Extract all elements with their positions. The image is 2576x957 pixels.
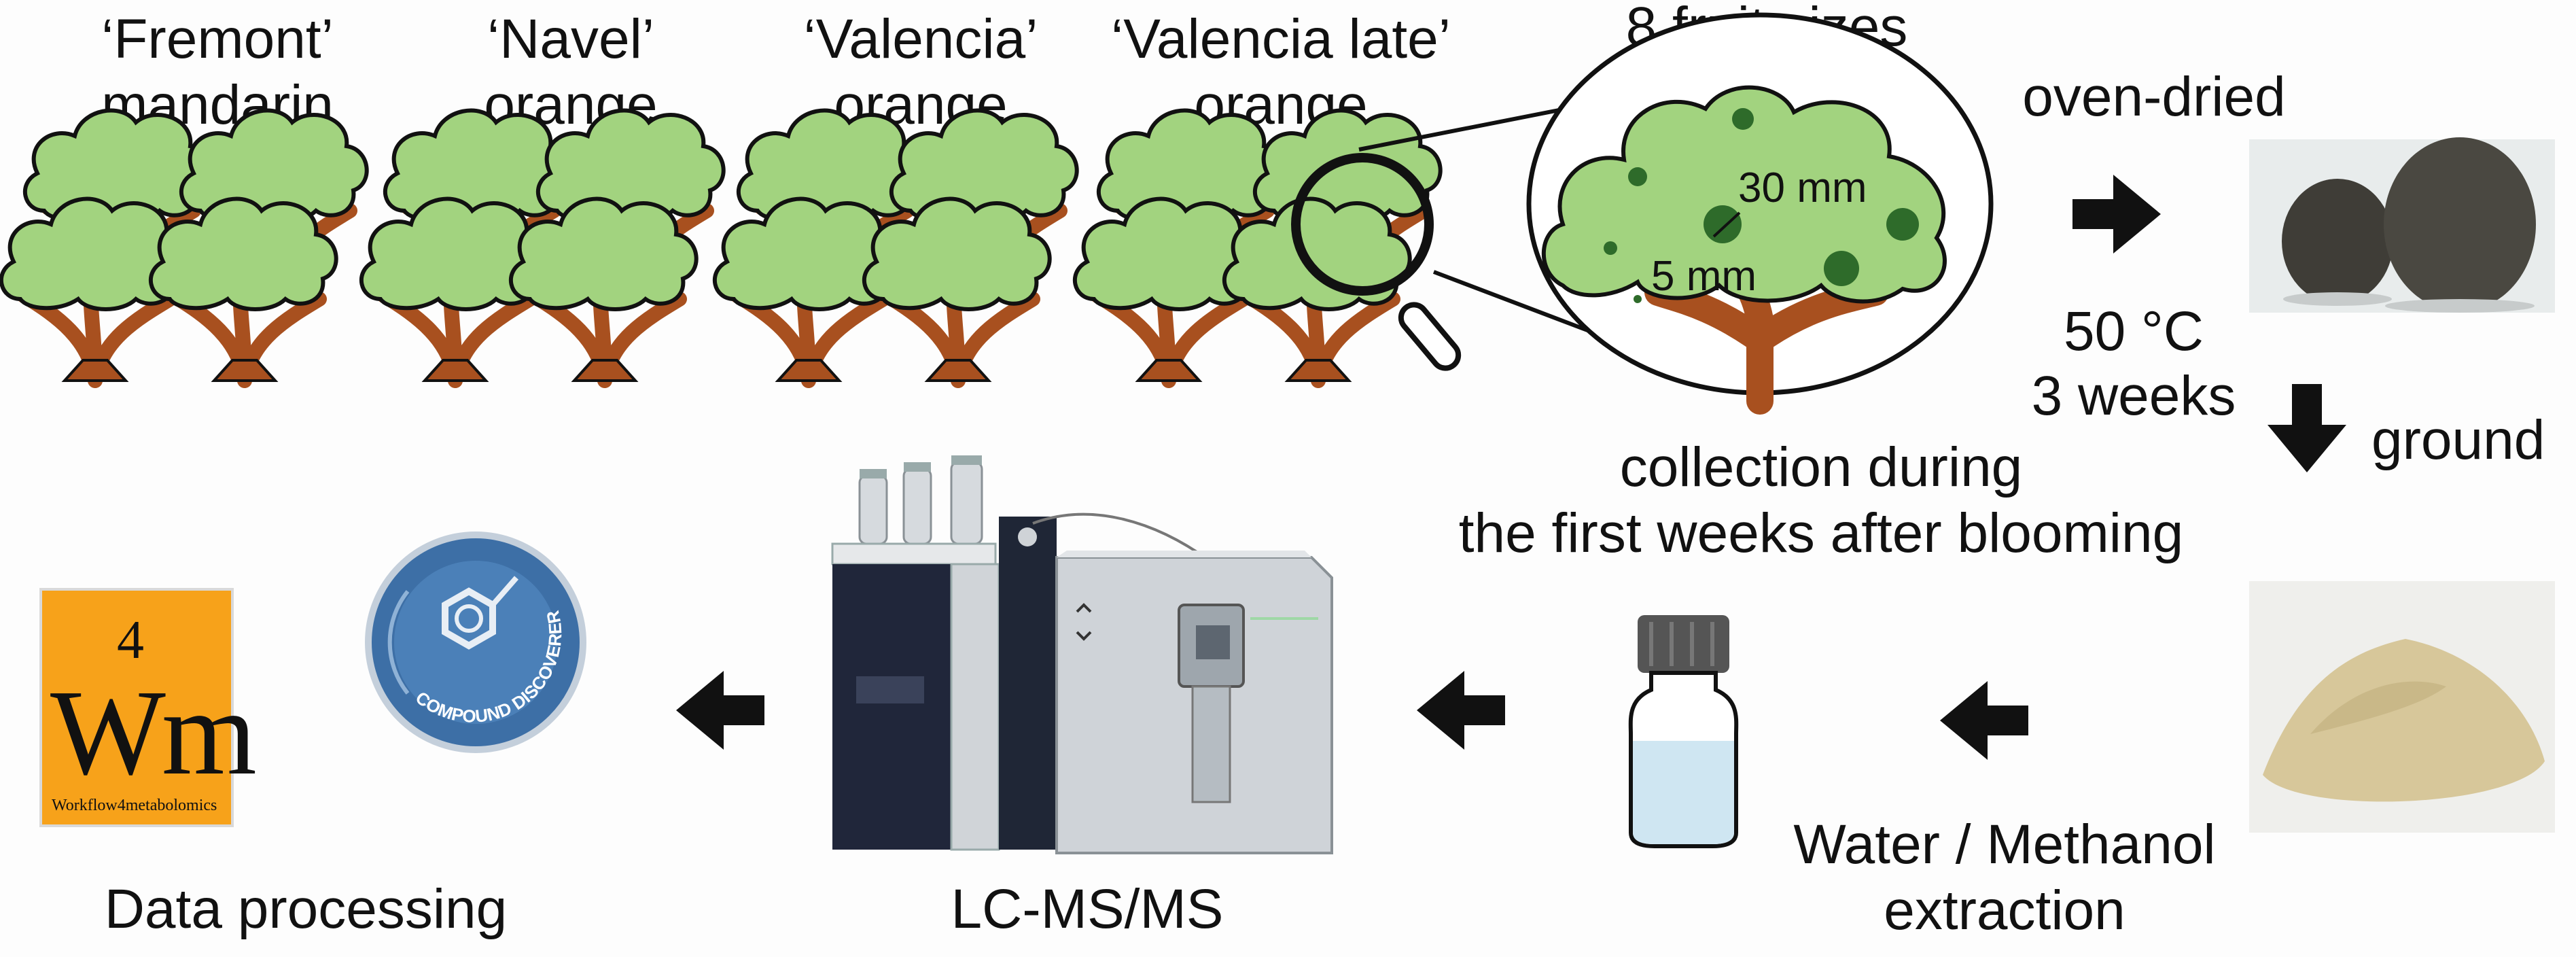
extract-vial-icon bbox=[1628, 615, 1739, 848]
cultivar-label-valencia: ‘Valencia’ orange bbox=[785, 7, 1057, 139]
ground-powder-photo bbox=[2249, 581, 2555, 833]
oven-dried-label: oven-dried bbox=[2022, 66, 2286, 128]
tree-group-valencia bbox=[715, 111, 1077, 381]
wm-logo-name: Workflow4metabolomics bbox=[52, 797, 217, 814]
cultivar-name: ‘Valencia’ bbox=[803, 8, 1038, 70]
extraction-line1: Water / Methanol bbox=[1793, 814, 2216, 875]
cultivar-name: ‘Valencia late’ bbox=[1111, 8, 1451, 70]
cultivar-label-fremont: ‘Fremont’ mandarin bbox=[82, 7, 353, 139]
dried-fruit-photo bbox=[2249, 137, 2555, 313]
tree-group-valencia-late bbox=[1075, 111, 1441, 381]
extraction-label: Water / Methanol extraction bbox=[1767, 812, 2242, 944]
ground-label: ground bbox=[2371, 409, 2545, 471]
cultivar-name: ‘Navel’ bbox=[487, 8, 655, 70]
magnifier-icon bbox=[1291, 103, 1605, 371]
workflow4metabolomics-logo: 4 Wm Workflow4metabolomics bbox=[39, 588, 257, 827]
compound-discoverer-logo: COMPOUND DISCOVERER bbox=[365, 532, 586, 753]
arrow-left-icon bbox=[1417, 671, 1505, 750]
tree-group-fremont bbox=[1, 111, 367, 381]
fruit-size-zoom bbox=[1526, 12, 1994, 415]
extraction-line2: extraction bbox=[1884, 879, 2125, 941]
wm-logo-symbol: Wm bbox=[50, 665, 257, 800]
cultivar-name: ‘Fremont’ bbox=[101, 8, 334, 70]
lcms-instrument bbox=[831, 455, 1333, 854]
size-label-large: 30 mm bbox=[1738, 164, 1867, 211]
arrow-down-icon bbox=[2268, 384, 2346, 472]
lcms-label: LC-MS/MS bbox=[951, 878, 1224, 940]
data-processing-label: Data processing bbox=[104, 878, 508, 940]
arrow-left-icon bbox=[1940, 681, 2028, 760]
tree-group-navel bbox=[361, 111, 724, 381]
size-label-small: 5 mm bbox=[1651, 253, 1757, 300]
wm-logo-number: 4 bbox=[117, 610, 144, 670]
arrow-left-icon bbox=[676, 671, 764, 750]
collection-label: collection during the first weeks after … bbox=[1427, 435, 2215, 567]
drying-temperature: 50 °C bbox=[2063, 300, 2204, 362]
collection-line1: collection during bbox=[1619, 436, 2023, 498]
drying-duration: 3 weeks bbox=[2031, 365, 2236, 427]
arrow-right-icon bbox=[2072, 175, 2161, 254]
collection-line2: the first weeks after blooming bbox=[1458, 502, 2184, 564]
